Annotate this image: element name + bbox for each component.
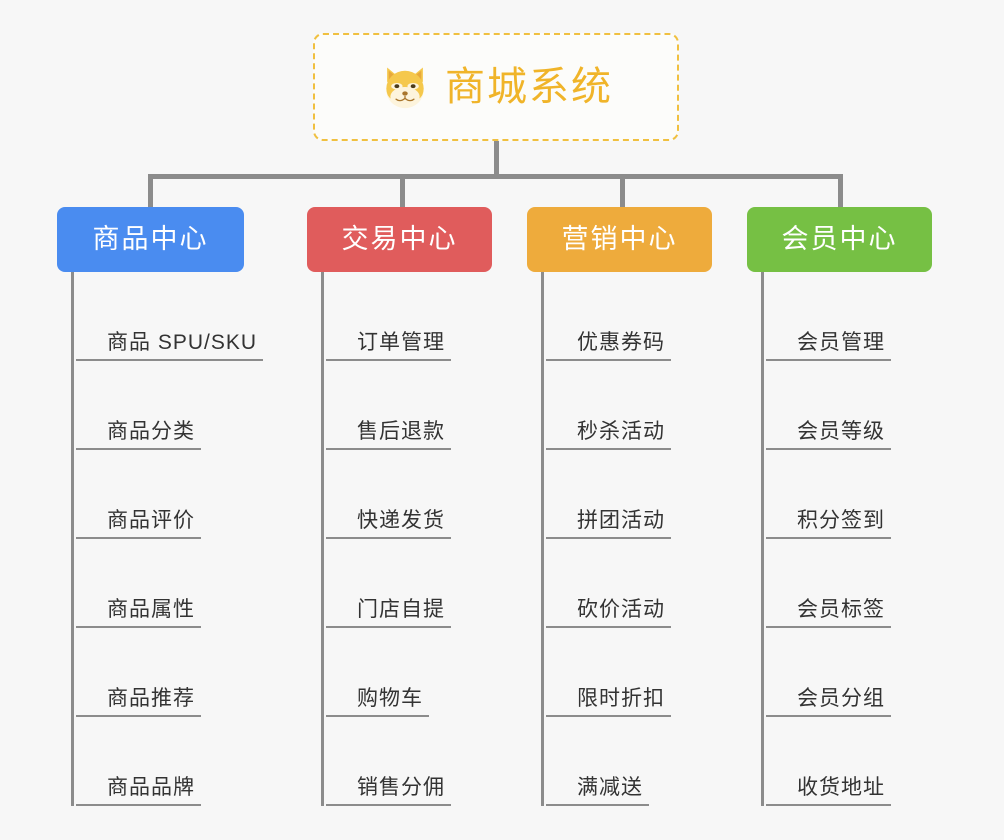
- leaf-list-member: 会员管理 会员等级 积分签到 会员标签 会员分组 收货地址: [761, 272, 977, 806]
- leaf-label: 砍价活动: [577, 597, 665, 621]
- leaf-label: 秒杀活动: [577, 419, 665, 443]
- connector-horizontal-bus: [148, 174, 842, 179]
- leaf-label: 商品 SPU/SKU: [107, 330, 258, 354]
- leaf-label: 商品评价: [107, 508, 195, 532]
- list-item[interactable]: 购物车: [324, 628, 537, 717]
- connector-drop-4: [838, 174, 843, 208]
- list-item[interactable]: 商品推荐: [74, 628, 287, 717]
- connector-drop-3: [620, 174, 625, 208]
- leaf-label: 会员等级: [797, 419, 885, 443]
- list-item[interactable]: 收货地址: [764, 717, 977, 806]
- list-item[interactable]: 优惠券码: [544, 272, 757, 361]
- list-item[interactable]: 满减送: [544, 717, 757, 806]
- leaf-list-product: 商品 SPU/SKU 商品分类 商品评价 商品属性 商品推荐 商品品牌: [71, 272, 287, 806]
- leaf-label: 商品分类: [107, 419, 195, 443]
- leaf-label: 拼团活动: [577, 508, 665, 532]
- leaf-label: 商品推荐: [107, 686, 195, 710]
- list-item[interactable]: 会员管理: [764, 272, 977, 361]
- list-item[interactable]: 快递发货: [324, 450, 537, 539]
- branch-column-product: 商品中心 商品 SPU/SKU 商品分类 商品评价 商品属性 商品推荐 商品品牌: [57, 207, 287, 806]
- leaf-list-trade: 订单管理 售后退款 快递发货 门店自提 购物车 销售分佣: [321, 272, 537, 806]
- branch-header-label: 营销中心: [561, 224, 678, 254]
- list-item[interactable]: 商品分类: [74, 361, 287, 450]
- connector-drop-1: [148, 174, 153, 208]
- leaf-label: 限时折扣: [577, 686, 665, 710]
- branch-column-member: 会员中心 会员管理 会员等级 积分签到 会员标签 会员分组 收货地址: [747, 207, 977, 806]
- list-item[interactable]: 订单管理: [324, 272, 537, 361]
- list-item[interactable]: 商品属性: [74, 539, 287, 628]
- leaf-label: 会员标签: [797, 597, 885, 621]
- list-item[interactable]: 会员分组: [764, 628, 977, 717]
- branch-header-label: 交易中心: [341, 224, 458, 254]
- leaf-label: 订单管理: [357, 330, 445, 354]
- branch-header-member[interactable]: 会员中心: [747, 207, 932, 272]
- leaf-label: 购物车: [357, 686, 423, 710]
- list-item[interactable]: 商品 SPU/SKU: [74, 272, 287, 361]
- list-item[interactable]: 限时折扣: [544, 628, 757, 717]
- leaf-label: 收货地址: [797, 775, 885, 799]
- branch-header-label: 商品中心: [92, 224, 209, 254]
- list-item[interactable]: 门店自提: [324, 539, 537, 628]
- leaf-label: 销售分佣: [357, 775, 445, 799]
- leaf-label: 积分签到: [797, 508, 885, 532]
- list-item[interactable]: 销售分佣: [324, 717, 537, 806]
- leaf-label: 商品品牌: [107, 775, 195, 799]
- list-item[interactable]: 积分签到: [764, 450, 977, 539]
- root-node[interactable]: 商城系统: [313, 33, 679, 141]
- branch-header-label: 会员中心: [781, 224, 898, 254]
- branch-header-marketing[interactable]: 营销中心: [527, 207, 712, 272]
- list-item[interactable]: 售后退款: [324, 361, 537, 450]
- leaf-label: 门店自提: [357, 597, 445, 621]
- connector-root-stem: [494, 141, 499, 178]
- leaf-label: 会员管理: [797, 330, 885, 354]
- leaf-list-marketing: 优惠券码 秒杀活动 拼团活动 砍价活动 限时折扣 满减送: [541, 272, 757, 806]
- leaf-label: 商品属性: [107, 597, 195, 621]
- connector-drop-2: [400, 174, 405, 208]
- list-item[interactable]: 会员标签: [764, 539, 977, 628]
- list-item[interactable]: 商品品牌: [74, 717, 287, 806]
- branch-column-trade: 交易中心 订单管理 售后退款 快递发货 门店自提 购物车 销售分佣: [307, 207, 537, 806]
- list-item[interactable]: 拼团活动: [544, 450, 757, 539]
- shiba-dog-icon: [386, 67, 424, 109]
- list-item[interactable]: 商品评价: [74, 450, 287, 539]
- branch-header-product[interactable]: 商品中心: [57, 207, 244, 272]
- leaf-label: 快递发货: [357, 508, 445, 532]
- leaf-label: 满减送: [577, 775, 643, 799]
- branch-header-trade[interactable]: 交易中心: [307, 207, 492, 272]
- leaf-label: 会员分组: [797, 686, 885, 710]
- list-item[interactable]: 秒杀活动: [544, 361, 757, 450]
- leaf-label: 优惠券码: [577, 330, 665, 354]
- list-item[interactable]: 砍价活动: [544, 539, 757, 628]
- list-item[interactable]: 会员等级: [764, 361, 977, 450]
- leaf-label: 售后退款: [357, 419, 445, 443]
- root-node-label: 商城系统: [445, 65, 613, 109]
- branch-column-marketing: 营销中心 优惠券码 秒杀活动 拼团活动 砍价活动 限时折扣 满减送: [527, 207, 757, 806]
